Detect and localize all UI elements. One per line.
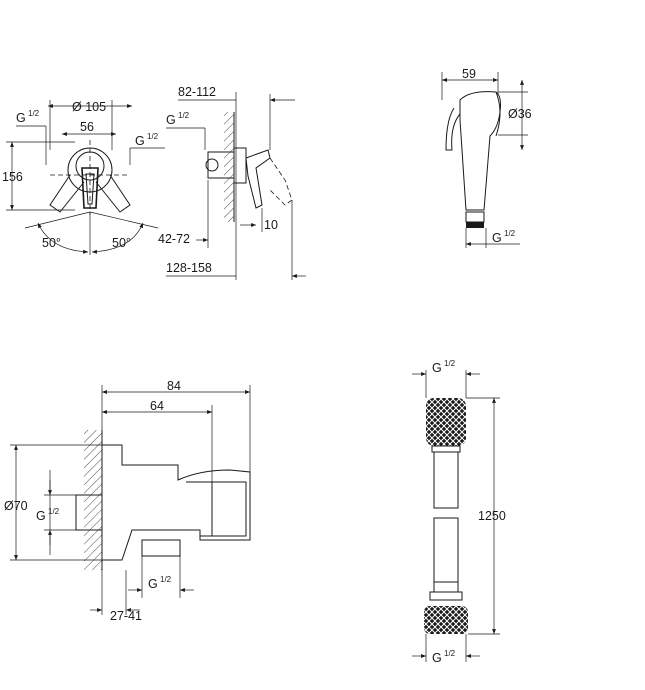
dim-56-label: 56: [80, 120, 94, 134]
mixer-lever: [81, 167, 99, 209]
wall-elbow-view: 84 64 Ø70 G 1/2 G 1/2: [4, 379, 251, 623]
thread-label: G: [492, 231, 502, 245]
mixer-rosette: [67, 147, 113, 193]
dim-10-label: 10: [264, 218, 278, 232]
thread-label: G: [166, 113, 176, 127]
dim-1250-label: 1250: [478, 509, 506, 523]
dim-59-label: 59: [462, 67, 476, 81]
angle-arc-right: [91, 222, 144, 254]
mixer-side-view: 82-112 G 1/2 42-72 10 128-158: [158, 85, 306, 280]
dim-dia105-label: Ø 105: [72, 100, 106, 114]
thread-left-label: G: [36, 509, 46, 523]
hose-nut-bottom-knurl: [424, 606, 468, 634]
dim-64-label: 64: [150, 399, 164, 413]
hand-shower-view: 59 Ø36 G 1/2: [441, 67, 532, 248]
thread-bottom-fraction: 1/2: [160, 575, 172, 584]
thread-top-fraction: 1/2: [444, 359, 456, 368]
thread-top-label: G: [432, 361, 442, 375]
lever-swing-right: [95, 174, 131, 213]
dim-82-112-label: 82-112: [178, 85, 216, 99]
hose-nut-top-knurl: [426, 398, 466, 446]
elbow-holder: [186, 481, 247, 537]
thread-bottom-label: G: [432, 651, 442, 665]
lever-swing-side: [269, 157, 293, 206]
hose-ferrule-bottom: [433, 581, 459, 593]
shower-trigger: [445, 107, 461, 151]
thread-right-label: G: [135, 134, 145, 148]
angle-left-label: 50°: [42, 236, 61, 250]
hose-collar: [429, 591, 463, 601]
inlet-circle: [205, 158, 219, 172]
angle-line-left: [24, 211, 91, 229]
dim-42-72-label: 42-72: [158, 232, 190, 246]
dim-156-label: 156: [2, 170, 23, 184]
wall-hatch: [224, 112, 234, 222]
mixer-lever-inner: [85, 173, 95, 205]
thread-left-fraction: 1/2: [28, 109, 40, 118]
hose-segment-upper: [433, 451, 459, 509]
angle-line-right: [89, 211, 159, 229]
rosette-side: [233, 147, 247, 184]
shower-connector: [466, 222, 484, 228]
dim-128-158-label: 128-158: [166, 261, 212, 275]
wall-hatch: [84, 430, 102, 570]
elbow-body: [101, 444, 251, 561]
thread-fraction: 1/2: [178, 111, 190, 120]
thread-bottom-fraction: 1/2: [444, 649, 456, 658]
thread-left-fraction: 1/2: [48, 507, 60, 516]
dim-84-label: 84: [167, 379, 181, 393]
hose-view: G 1/2 1250 G 1/2: [412, 359, 506, 665]
lever-swing-left: [49, 174, 85, 213]
angle-right-label: 50°: [112, 236, 131, 250]
dim-dia36-label: Ø36: [508, 107, 532, 121]
shower-nut: [465, 211, 485, 223]
dim-dia70-label: Ø70: [4, 499, 28, 513]
hose-ferrule-top: [431, 445, 461, 453]
angle-arc-left: [37, 222, 89, 254]
lever-side: [245, 149, 271, 209]
hose-segment-lower: [433, 517, 459, 583]
shower-face: [495, 91, 501, 137]
mixer-front-view: Ø 105 G 1/2 56 G 1/2 156 50°: [2, 100, 165, 255]
thread-right-fraction: 1/2: [147, 132, 159, 141]
dim-27-41-label: 27-41: [110, 609, 142, 623]
shower-head: [459, 91, 501, 211]
thread-left-label: G: [16, 111, 26, 125]
bottom-outlet: [141, 539, 181, 557]
thread-fraction: 1/2: [504, 229, 516, 238]
thread-bottom-label: G: [148, 577, 158, 591]
